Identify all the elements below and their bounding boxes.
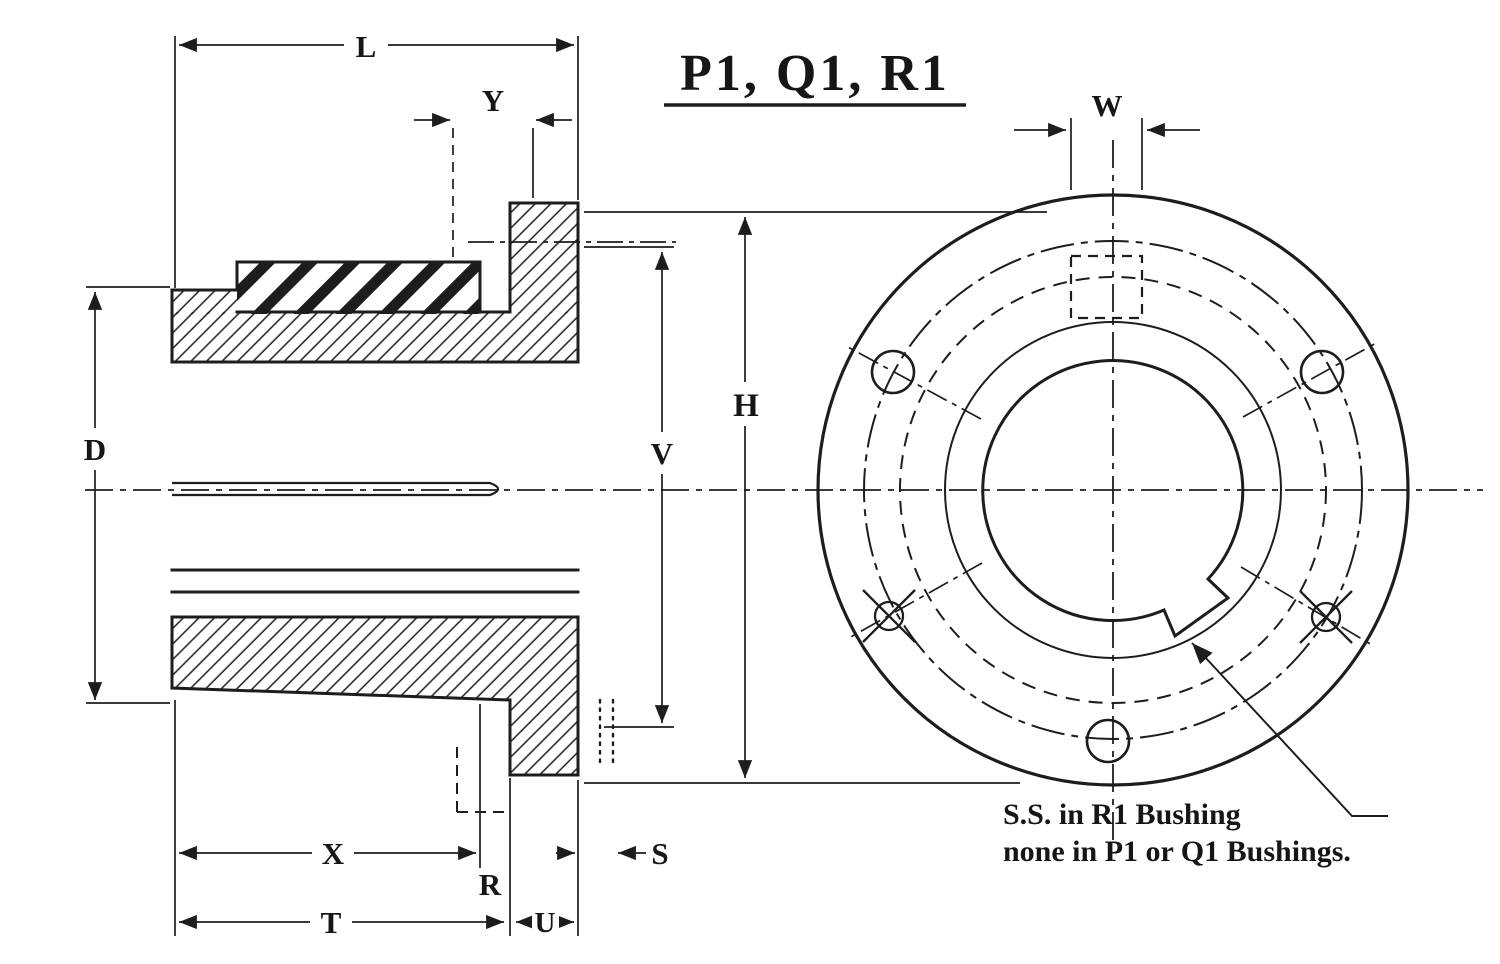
bolt-hole-upper-left	[870, 349, 916, 395]
dimension-H: H	[584, 211, 1047, 784]
drawing-title: P1, Q1, R1	[664, 45, 966, 107]
dimension-D: D	[76, 286, 170, 704]
set-screw-note: S.S. in R1 Bushing none in P1 or Q1 Bush…	[1003, 642, 1388, 868]
dim-label-T: T	[321, 905, 342, 940]
dim-label-Y: Y	[482, 83, 504, 118]
dimension-W: W	[1014, 88, 1200, 190]
bolt-hole-bottom	[1085, 718, 1131, 764]
dimension-S: S	[556, 836, 669, 871]
thread-section	[237, 262, 480, 314]
dim-label-L: L	[356, 29, 377, 64]
set-screw-hole-left	[862, 589, 916, 643]
dotted-screw-lines	[598, 698, 615, 764]
dim-label-X: X	[322, 836, 345, 871]
hole-centerlines	[845, 341, 1379, 646]
bolt-hole-upper-right	[1299, 349, 1345, 395]
hub-wall-bottom-hatch	[172, 617, 578, 700]
dim-label-H: H	[733, 388, 759, 424]
flange-top-hatch	[510, 203, 578, 313]
side-view-section	[170, 201, 676, 813]
title-text: P1, Q1, R1	[680, 45, 950, 102]
front-view	[816, 140, 1410, 843]
hidden-flange-step	[456, 747, 510, 813]
set-screw-hole-right	[1299, 590, 1353, 644]
bore-circle-with-keyway	[981, 359, 1245, 639]
dimension-V: V	[584, 246, 680, 728]
dim-label-S: S	[651, 836, 668, 871]
dimension-R: R	[479, 867, 502, 902]
dimension-X: X	[174, 700, 481, 936]
flange-bottom-hatch	[510, 700, 578, 775]
hidden-keyway-slot	[1069, 254, 1144, 320]
dim-label-R: R	[479, 867, 502, 902]
dim-label-U: U	[535, 907, 556, 939]
note-line-2: none in P1 or Q1 Bushings.	[1003, 835, 1351, 868]
dimension-L: L	[174, 27, 579, 288]
dim-label-V: V	[651, 436, 674, 471]
dimension-T-U: T U	[179, 778, 579, 941]
dimension-Y: Y	[414, 83, 572, 260]
dim-label-D: D	[84, 432, 106, 467]
section-outline	[170, 201, 580, 777]
hub-wall-top-hatch	[172, 312, 578, 362]
split-slot	[172, 481, 500, 497]
note-line-1: S.S. in R1 Bushing	[1003, 798, 1241, 831]
hub-step-hatch	[172, 290, 237, 314]
note-leader-line	[1191, 642, 1388, 817]
dim-label-W: W	[1092, 88, 1123, 123]
